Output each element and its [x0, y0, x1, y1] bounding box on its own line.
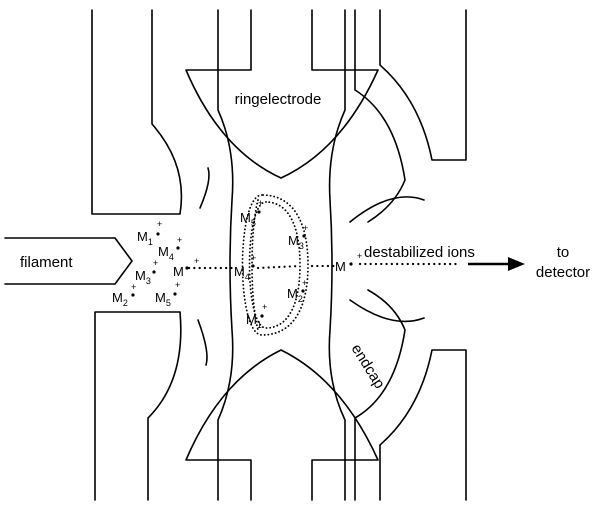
central-column-right-wall	[328, 9, 346, 501]
svg-text:M2: M2	[112, 290, 128, 308]
svg-text:M1: M1	[246, 312, 262, 330]
left-endcap-electrode-lower	[94, 311, 182, 501]
svg-text:+: +	[194, 256, 199, 266]
ion-orbit-ring-mid	[251, 199, 259, 331]
source-ion-m5: M5 +	[155, 280, 180, 308]
endcap-label: endcap	[348, 341, 388, 392]
right-endcap-inner-curve-lower	[349, 299, 425, 323]
trapped-ion-m4: M4 +	[234, 253, 256, 282]
trapped-ion-m1: M1 +	[246, 302, 267, 330]
ion-orbit-ring-outer	[241, 194, 309, 336]
svg-text:M5: M5	[155, 290, 171, 308]
svg-text:M1: M1	[137, 229, 153, 247]
svg-text:M4: M4	[158, 244, 174, 262]
right-endcap-electrode-upper-outer	[379, 9, 467, 161]
source-ion-m3: M3 +	[135, 258, 158, 286]
svg-text:M4: M4	[234, 264, 250, 282]
svg-text:M3: M3	[288, 233, 304, 251]
ion-orbit-ring-inner	[248, 201, 301, 329]
right-endcap-inner-curve-upper	[349, 196, 425, 223]
svg-text:M5: M5	[240, 210, 256, 228]
left-endcap-inner-arc-upper	[199, 167, 210, 209]
svg-text:+: +	[251, 253, 256, 263]
filament-label: filament	[20, 254, 73, 271]
top-ring-electrode	[185, 9, 379, 179]
trapped-ion-m3: M3 +	[288, 223, 308, 251]
svg-text:+: +	[357, 251, 362, 261]
ejected-ion-m: M +	[335, 251, 362, 274]
source-ion-m2: M2 +	[112, 282, 136, 308]
detector-arrow-head	[508, 257, 525, 271]
right-endcap-electrode-lower	[354, 289, 406, 501]
svg-text:+: +	[258, 198, 263, 208]
svg-text:+: +	[303, 223, 308, 233]
trapped-ion-m5: M5 +	[240, 198, 263, 228]
svg-text:+: +	[131, 282, 136, 292]
right-endcap-electrode-upper	[354, 9, 406, 223]
to-detector-label-line2: detector	[536, 264, 590, 281]
svg-text:+: +	[175, 280, 180, 290]
trapped-ion-m2: M2 +	[287, 278, 307, 304]
filament	[4, 237, 133, 285]
svg-text:+: +	[302, 278, 307, 288]
source-ion-m: M +	[173, 256, 199, 279]
svg-text:M: M	[335, 259, 346, 274]
svg-text:+: +	[262, 302, 267, 312]
bottom-ring-electrode	[185, 349, 379, 501]
svg-text:+: +	[177, 235, 182, 245]
to-detector-label-line1: to	[557, 244, 570, 261]
ring-electrode-label: ringelectrode	[235, 91, 322, 108]
source-ion-m4: M4 +	[158, 235, 182, 262]
svg-text:+: +	[153, 258, 158, 268]
svg-text:M3: M3	[135, 268, 151, 286]
svg-text:M: M	[173, 264, 184, 279]
right-endcap-electrode-lower-outer	[379, 349, 467, 501]
svg-text:+: +	[157, 219, 162, 229]
central-column-left-wall	[217, 9, 234, 501]
source-ion-m1: M1 +	[137, 219, 162, 247]
left-endcap-inner-arc-lower	[197, 319, 208, 366]
ion-path-center	[256, 264, 302, 270]
svg-text:M2: M2	[287, 286, 303, 304]
destabilized-ions-label: destabilized ions	[364, 244, 475, 261]
left-endcap-electrode	[91, 9, 183, 215]
